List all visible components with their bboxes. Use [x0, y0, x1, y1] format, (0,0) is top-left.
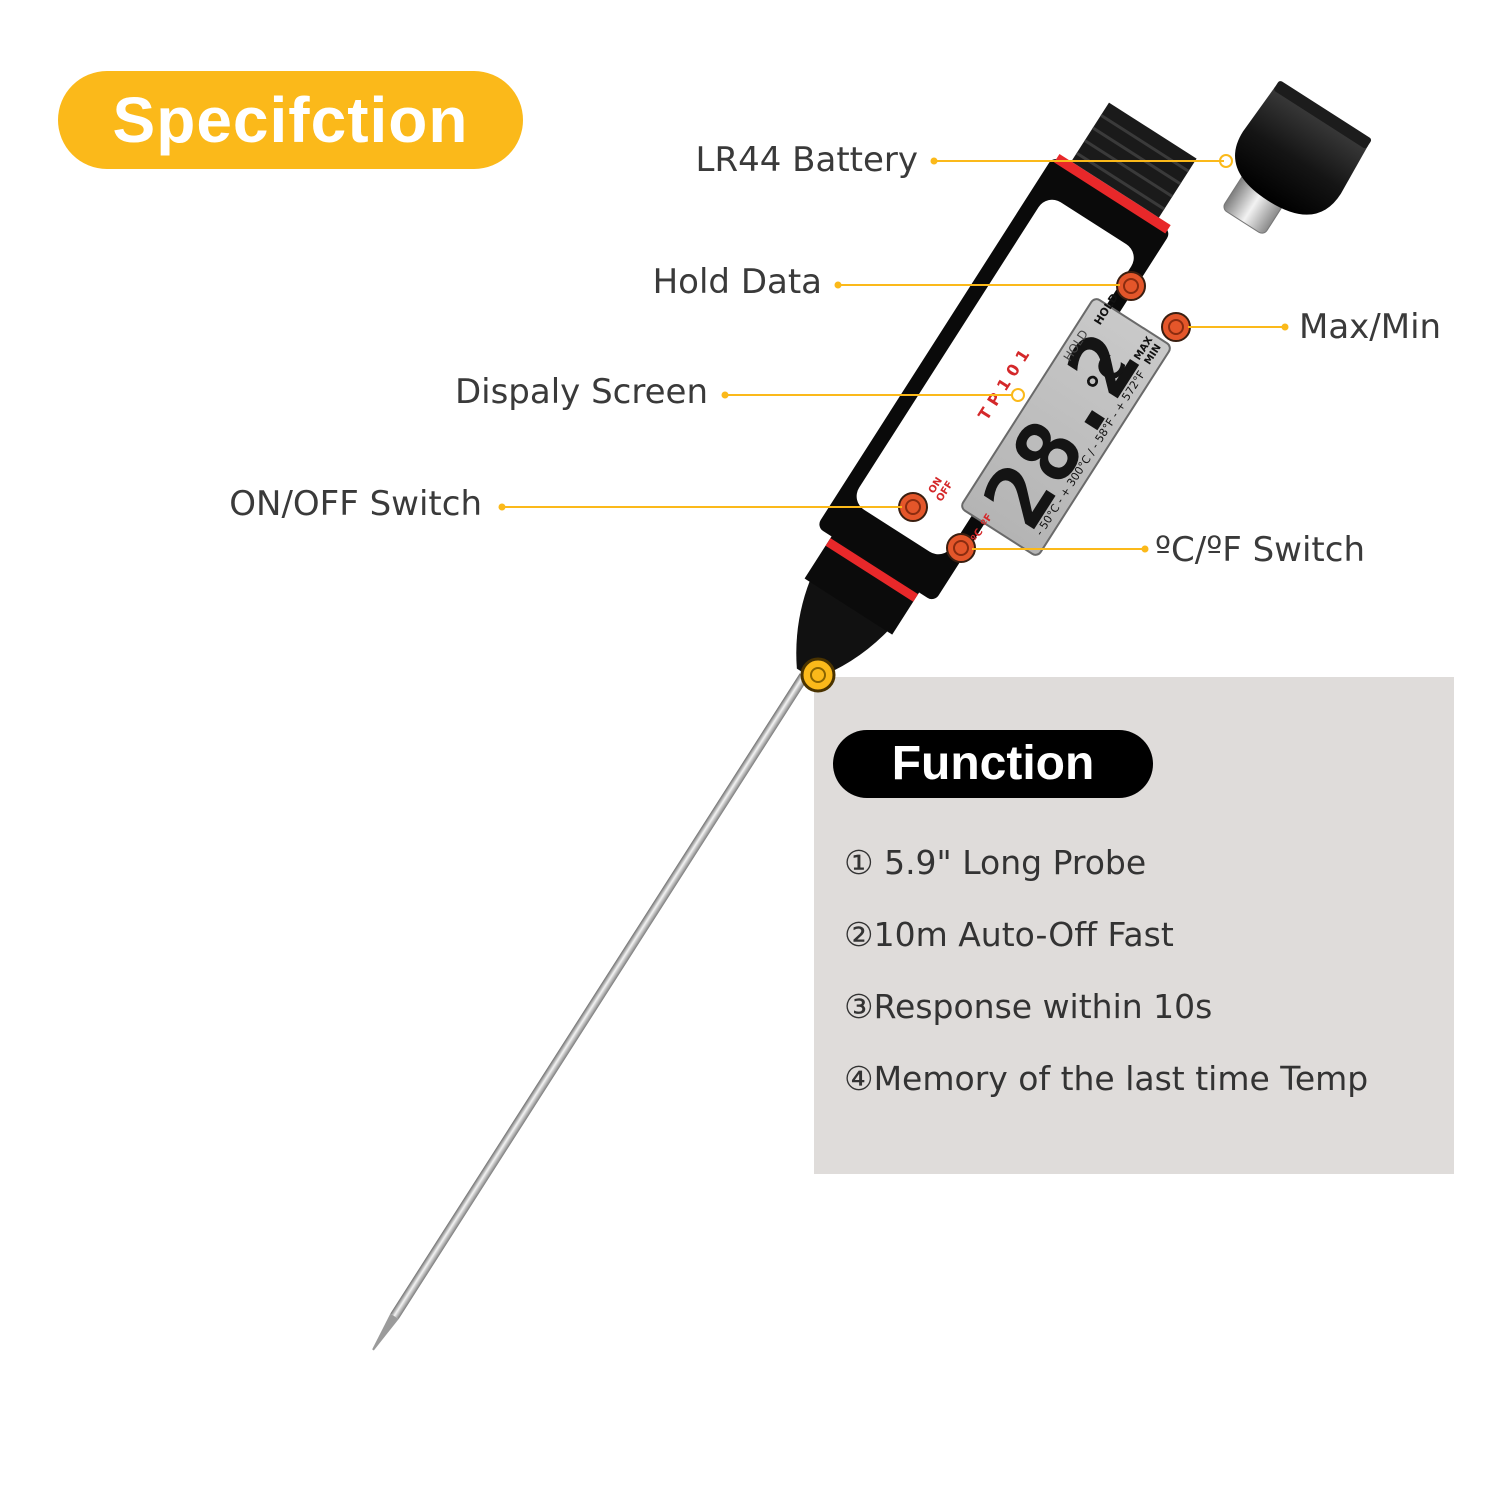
function-item: ① 5.9" Long Probe	[844, 843, 1147, 882]
max-min-button[interactable]	[1161, 312, 1191, 342]
thermometer-body	[796, 102, 1197, 680]
hold-button[interactable]	[1116, 271, 1146, 301]
battery-cap-icon	[1235, 81, 1372, 215]
page-title: Specifction	[58, 71, 523, 169]
function-item: ③Response within 10s	[844, 987, 1213, 1026]
function-item: ④Memory of the last time Temp	[844, 1059, 1369, 1098]
battery-callout: LR44 Battery	[695, 140, 918, 180]
function-panel: Function ① 5.9" Long Probe ②10m Auto-Off…	[814, 677, 1454, 1174]
function-title: Function	[833, 730, 1153, 798]
probe-needle	[372, 673, 809, 1351]
hold-data-callout: Hold Data	[652, 262, 822, 302]
leader-lines	[498, 154, 1289, 553]
display-screen-callout: Dispaly Screen	[454, 372, 708, 412]
function-list: ① 5.9" Long Probe ②10m Auto-Off Fast ③Re…	[844, 837, 1368, 1125]
on-off-callout: ON/OFF Switch	[229, 484, 482, 524]
max-min-callout: Max/Min	[1299, 307, 1442, 347]
on-off-button[interactable]	[898, 492, 928, 522]
lcd-screen	[961, 298, 1171, 556]
unit-switch-callout: ºC/ºF Switch	[1155, 530, 1366, 570]
function-item: ②10m Auto-Off Fast	[844, 915, 1174, 954]
